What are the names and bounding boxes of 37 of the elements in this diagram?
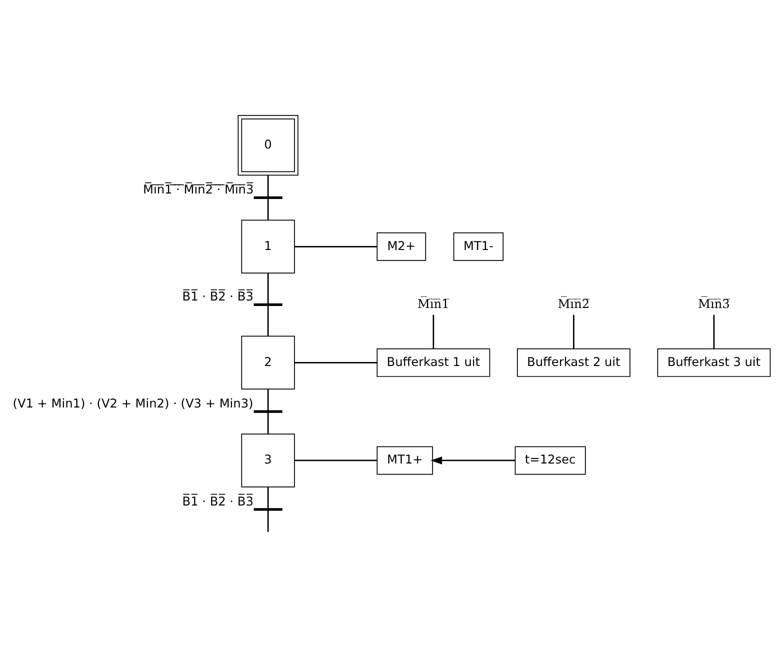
node-box: Bufferkast 1 uit: [376, 348, 490, 377]
node-text: M̅ı̅n̅1̅: [418, 296, 450, 311]
node-box: Bufferkast 3 uit: [657, 348, 771, 377]
node-text: M̅ı̅n̅3̅: [698, 296, 730, 311]
node-label: B̅1̅ · B̅2̅ · B̅3̅: [182, 494, 254, 508]
connector: [294, 246, 377, 248]
arrow: [430, 456, 516, 464]
connector: [267, 175, 269, 197]
connector: [432, 314, 434, 349]
node-bar: [254, 303, 282, 306]
connector: [294, 460, 377, 462]
node-box: 1: [241, 220, 295, 274]
node-box: t=12sec: [514, 446, 586, 475]
connector: [294, 362, 377, 364]
connector: [713, 314, 715, 349]
node-bar: [254, 410, 282, 413]
node-label: (V1 + Min1) · (V2 + Min2) · (V3 + Min3): [12, 396, 254, 410]
connector: [267, 487, 269, 508]
node-box: MT1-: [453, 232, 504, 261]
node-box: 0: [238, 115, 298, 176]
node-box: 3: [241, 434, 295, 488]
connector: [267, 306, 269, 336]
connector: [267, 198, 269, 220]
node-label: B̅1̅ · B̅2̅ · B̅3̅: [182, 289, 254, 304]
node-bar: [254, 508, 282, 511]
node-box: MT1+: [376, 446, 433, 475]
connector: [573, 314, 574, 349]
node-box: M2+: [376, 232, 426, 261]
node-label: M̅ı̅n̅1̅ ̅·̅ ̅M̅ı̅n̅2̅ ̅·̅ ̅M̅ı̅n̅3̅: [143, 182, 254, 197]
connector: [267, 273, 269, 304]
node-box: Bufferkast 2 uit: [516, 348, 630, 377]
node-box: 2: [241, 336, 295, 390]
connector: [267, 510, 269, 532]
connector: [267, 412, 269, 434]
connector: [267, 389, 269, 411]
node-text: M̅ı̅n̅2̅: [558, 296, 590, 311]
node-bar: [254, 196, 282, 200]
